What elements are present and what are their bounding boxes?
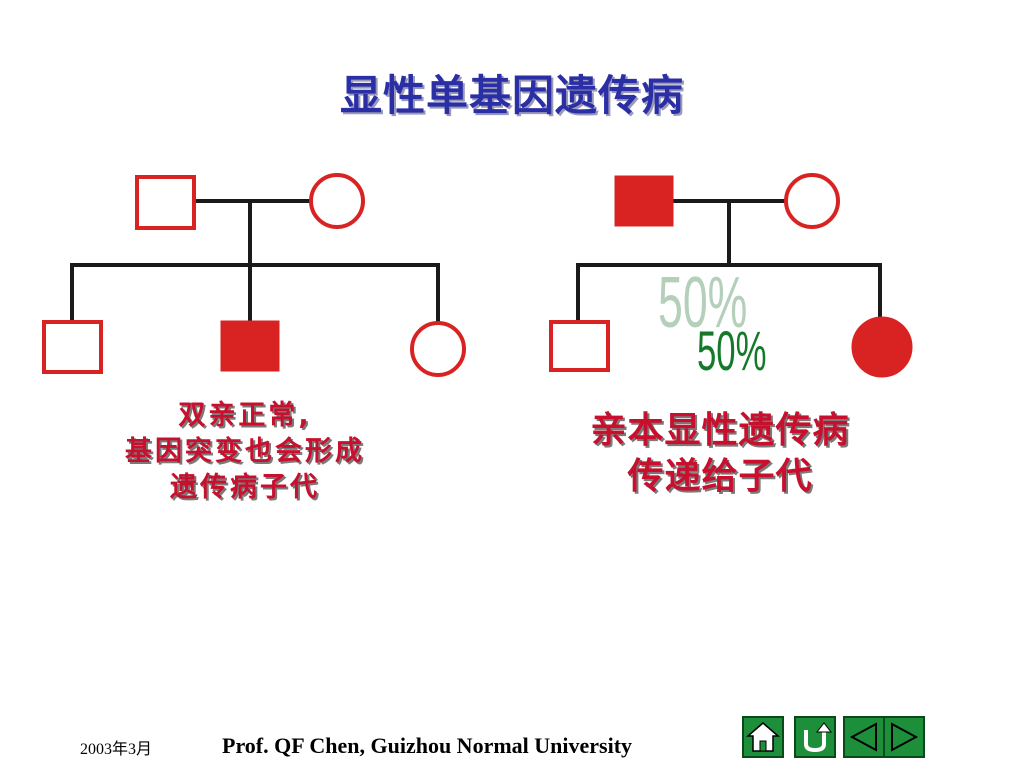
left-caption-line: 双亲正常, bbox=[178, 400, 312, 431]
left-caption: 双亲正常, 基因突变也会形成 遗传病子代 bbox=[40, 398, 450, 506]
return-button[interactable] bbox=[794, 716, 836, 758]
mother-unaffected bbox=[309, 173, 365, 229]
son-unaffected bbox=[42, 320, 103, 374]
footer-date: 2003年3月 bbox=[80, 741, 153, 758]
percent-label: 50% bbox=[697, 319, 767, 382]
next-button[interactable] bbox=[883, 716, 925, 758]
son-unaffected bbox=[549, 320, 610, 372]
father-affected bbox=[614, 175, 674, 227]
home-button[interactable] bbox=[742, 716, 784, 758]
right-caption-line: 亲本显性遗传病 bbox=[590, 410, 850, 451]
sibship-line bbox=[70, 263, 440, 322]
sibship-line bbox=[576, 263, 882, 322]
mother-unaffected bbox=[784, 173, 840, 229]
daughter-affected bbox=[851, 316, 913, 378]
daughter-unaffected bbox=[410, 321, 466, 377]
return-icon bbox=[804, 722, 833, 753]
footer-credit: Prof. QF Chen, Guizhou Normal University bbox=[222, 733, 633, 758]
previous-icon bbox=[849, 722, 877, 752]
page-title: 显性单基因遗传病 bbox=[339, 71, 684, 120]
right-caption-line: 传递给子代 bbox=[627, 456, 813, 497]
pedigree-left bbox=[42, 173, 466, 377]
pedigree-right bbox=[549, 173, 913, 378]
father-unaffected bbox=[135, 175, 196, 230]
right-caption: 亲本显性遗传病 传递给子代 bbox=[540, 408, 900, 500]
left-caption-line: 遗传病子代 bbox=[170, 472, 320, 503]
left-caption-line: 基因突变也会形成 bbox=[125, 436, 365, 467]
previous-button[interactable] bbox=[843, 716, 885, 758]
next-icon bbox=[891, 722, 919, 752]
home-icon bbox=[745, 722, 781, 752]
percent-ghost-label: 50% bbox=[658, 263, 748, 343]
son-affected bbox=[220, 320, 280, 372]
